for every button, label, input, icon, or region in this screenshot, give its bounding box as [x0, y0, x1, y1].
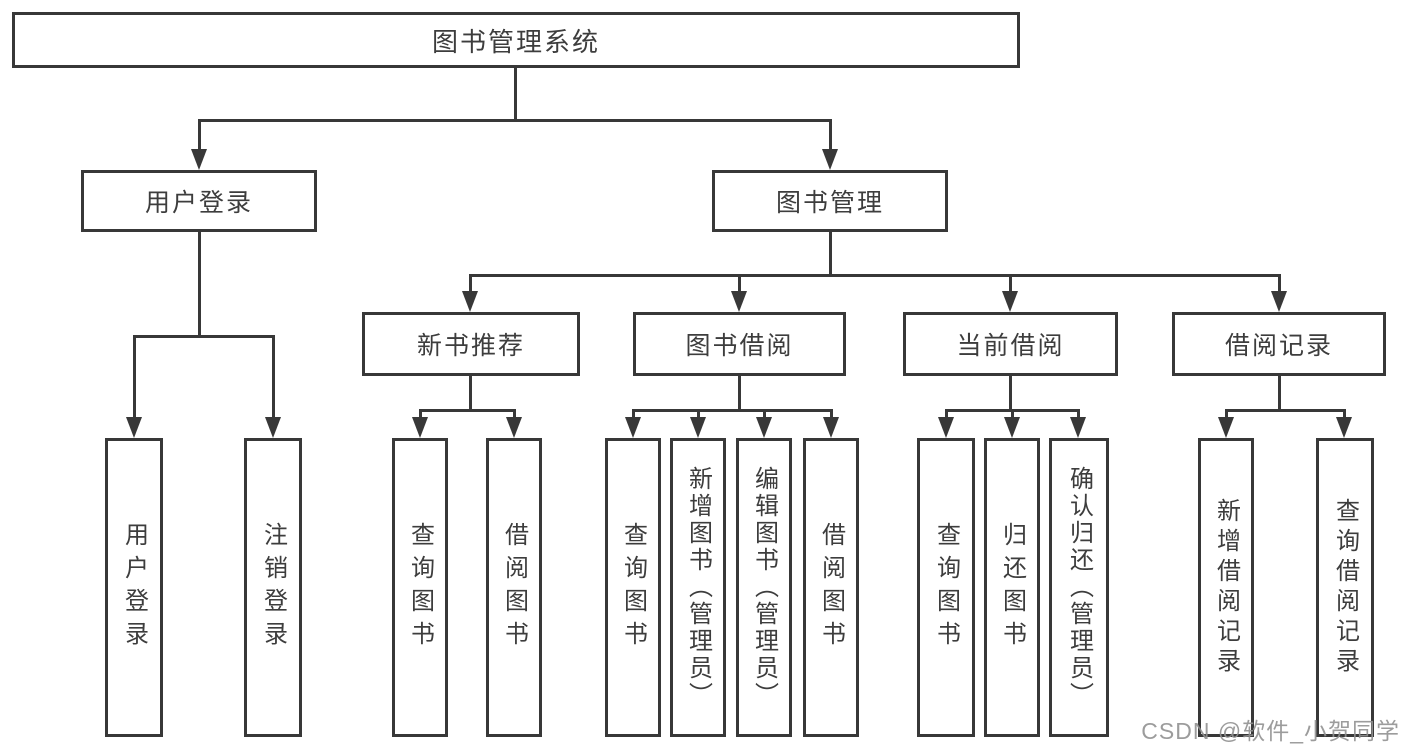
edge-new-book-stub	[469, 376, 472, 409]
watermark: CSDN @软件_小贺同学	[1141, 718, 1400, 744]
arrowhead-leaf-add-record-icon	[1218, 417, 1234, 438]
edge-to-leaf-edit-books	[763, 409, 766, 420]
edge-to-leaf-borrow1	[513, 409, 516, 420]
edge-to-leaf-confirm-return	[1077, 409, 1080, 420]
leaf-return-books: 归还图书	[984, 438, 1040, 737]
node-new-book-recommend: 新书推荐	[362, 312, 580, 376]
arrowhead-current-borrow-icon	[1002, 291, 1018, 312]
edge-to-leaf-query3	[945, 409, 948, 420]
edge-to-leaf-query-record	[1343, 409, 1346, 420]
edge-to-leaf-add-record	[1225, 409, 1228, 420]
edge-new-book-rail	[419, 409, 516, 412]
arrowhead-leaf-borrow1-icon	[506, 417, 522, 438]
leaf-add-borrow-record: 新增借阅记录	[1198, 438, 1254, 737]
edge-level3-rail	[469, 274, 1280, 277]
edge-current-borrow-stub	[1009, 376, 1012, 409]
arrowhead-leaf-add-books-icon	[690, 417, 706, 438]
arrowhead-leaf-user-login-icon	[126, 417, 142, 438]
leaf-add-books-admin: 新增图书（管理员）	[670, 438, 726, 737]
arrowhead-leaf-confirm-return-icon	[1070, 417, 1086, 438]
edge-borrow-records-rail	[1225, 409, 1346, 412]
edge-to-book-borrow	[738, 274, 741, 294]
arrowhead-book-borrow-icon	[731, 291, 747, 312]
edge-to-leaf-query2	[632, 409, 635, 420]
edge-root-to-user-login	[198, 119, 201, 153]
node-book-borrow: 图书借阅	[633, 312, 846, 376]
edge-to-leaf-query1	[419, 409, 422, 420]
arrowhead-leaf-edit-books-icon	[756, 417, 772, 438]
edge-book-management-stub	[829, 232, 832, 274]
leaf-query-books-2: 查询图书	[605, 438, 661, 737]
node-user-login: 用户登录	[81, 170, 317, 232]
edge-book-borrow-stub	[738, 376, 741, 409]
edge-root-stub	[514, 68, 517, 119]
edge-to-leaf-logout	[272, 335, 275, 420]
arrowhead-leaf-query2-icon	[625, 417, 641, 438]
edge-to-leaf-add-books	[697, 409, 700, 420]
arrowhead-leaf-return-icon	[1004, 417, 1020, 438]
edge-user-login-stub	[198, 232, 201, 335]
node-borrow-records: 借阅记录	[1172, 312, 1386, 376]
leaf-edit-books-admin: 编辑图书（管理员）	[736, 438, 792, 737]
edge-to-leaf-user-login	[133, 335, 136, 420]
leaf-confirm-return-admin: 确认归还（管理员）	[1049, 438, 1109, 737]
edge-user-login-rail	[133, 335, 275, 338]
node-root: 图书管理系统	[12, 12, 1020, 68]
arrowhead-book-management-icon	[822, 149, 838, 170]
edge-borrow-records-stub	[1278, 376, 1281, 409]
leaf-borrow-books-1: 借阅图书	[486, 438, 542, 737]
arrowhead-borrow-records-icon	[1271, 291, 1287, 312]
edge-to-new-book-recommend	[469, 274, 472, 294]
edge-to-leaf-borrow2	[830, 409, 833, 420]
arrowhead-leaf-query3-icon	[938, 417, 954, 438]
edge-root-rail	[198, 119, 832, 122]
leaf-user-login: 用户登录	[105, 438, 163, 737]
node-current-borrow: 当前借阅	[903, 312, 1118, 376]
edge-to-borrow-records	[1278, 274, 1281, 294]
edge-to-leaf-return	[1011, 409, 1014, 420]
edge-root-to-book-management	[829, 119, 832, 153]
arrowhead-leaf-borrow2-icon	[823, 417, 839, 438]
leaf-logout: 注销登录	[244, 438, 302, 737]
edge-to-current-borrow	[1009, 274, 1012, 294]
arrowhead-new-book-recommend-icon	[462, 291, 478, 312]
arrowhead-user-login-icon	[191, 149, 207, 170]
arrowhead-leaf-query-record-icon	[1336, 417, 1352, 438]
leaf-query-books-1: 查询图书	[392, 438, 448, 737]
arrowhead-leaf-query1-icon	[412, 417, 428, 438]
arrowhead-leaf-logout-icon	[265, 417, 281, 438]
leaf-query-borrow-record: 查询借阅记录	[1316, 438, 1374, 737]
node-book-management: 图书管理	[712, 170, 948, 232]
leaf-borrow-books-2: 借阅图书	[803, 438, 859, 737]
edge-book-borrow-rail	[632, 409, 833, 412]
leaf-query-books-3: 查询图书	[917, 438, 975, 737]
